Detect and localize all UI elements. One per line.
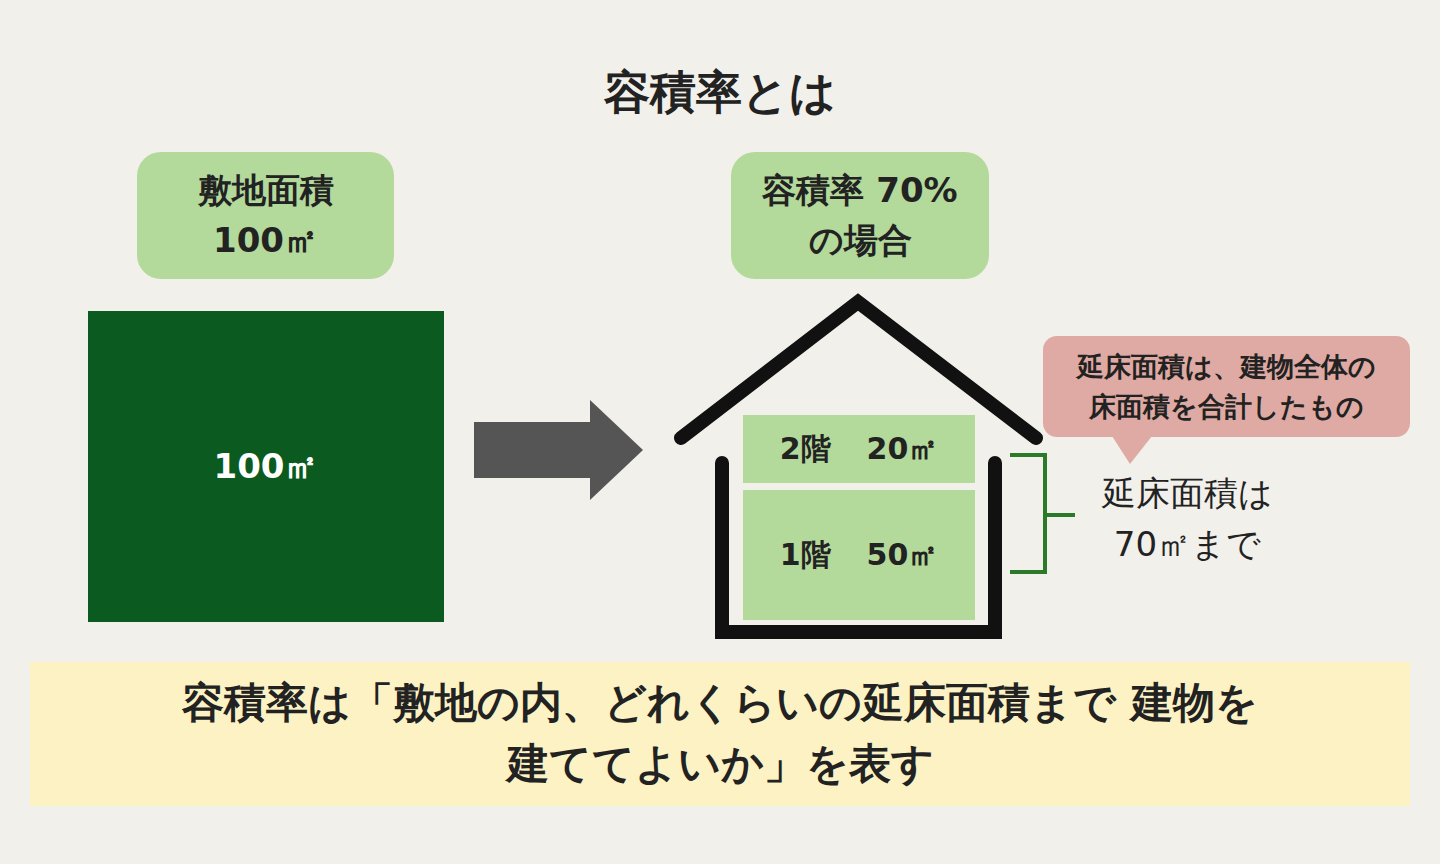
floor-box: 1階 50㎡ — [743, 490, 975, 620]
big-arrow — [474, 400, 643, 500]
callout-pointer — [1112, 436, 1152, 464]
node-text: 2階 — [780, 427, 831, 471]
node-text: 容積率は「敷地の内、どれくらいの延床面積まで 建物を建ててよいか」を表す — [175, 673, 1265, 795]
node-text: 延床面積は、建物全体の 床面積を合計したもの — [1067, 347, 1387, 425]
node-text: 1階 — [780, 533, 831, 577]
node-text: 20㎡ — [867, 427, 939, 471]
house-walls — [722, 463, 995, 632]
floor-area-note: 延床面積は 70㎡まで — [1080, 468, 1295, 570]
site-square: 100㎡ — [88, 311, 444, 622]
node-text: 容積率 70%の場合 — [760, 166, 960, 265]
callout-box: 延床面積は、建物全体の 床面積を合計したもの — [1043, 336, 1410, 437]
title: 容積率とは — [0, 62, 1440, 124]
node-text: 50㎡ — [867, 533, 939, 577]
label-box: 敷地面積 100㎡ — [137, 152, 394, 279]
node-text: 100㎡ — [214, 442, 319, 491]
summary-band: 容積率は「敷地の内、どれくらいの延床面積まで 建物を建ててよいか」を表す — [30, 662, 1410, 806]
bracket — [1010, 455, 1075, 572]
node-text: 敷地面積 100㎡ — [186, 166, 346, 265]
floor-box: 2階 20㎡ — [743, 415, 975, 483]
label-box: 容積率 70%の場合 — [731, 152, 989, 279]
